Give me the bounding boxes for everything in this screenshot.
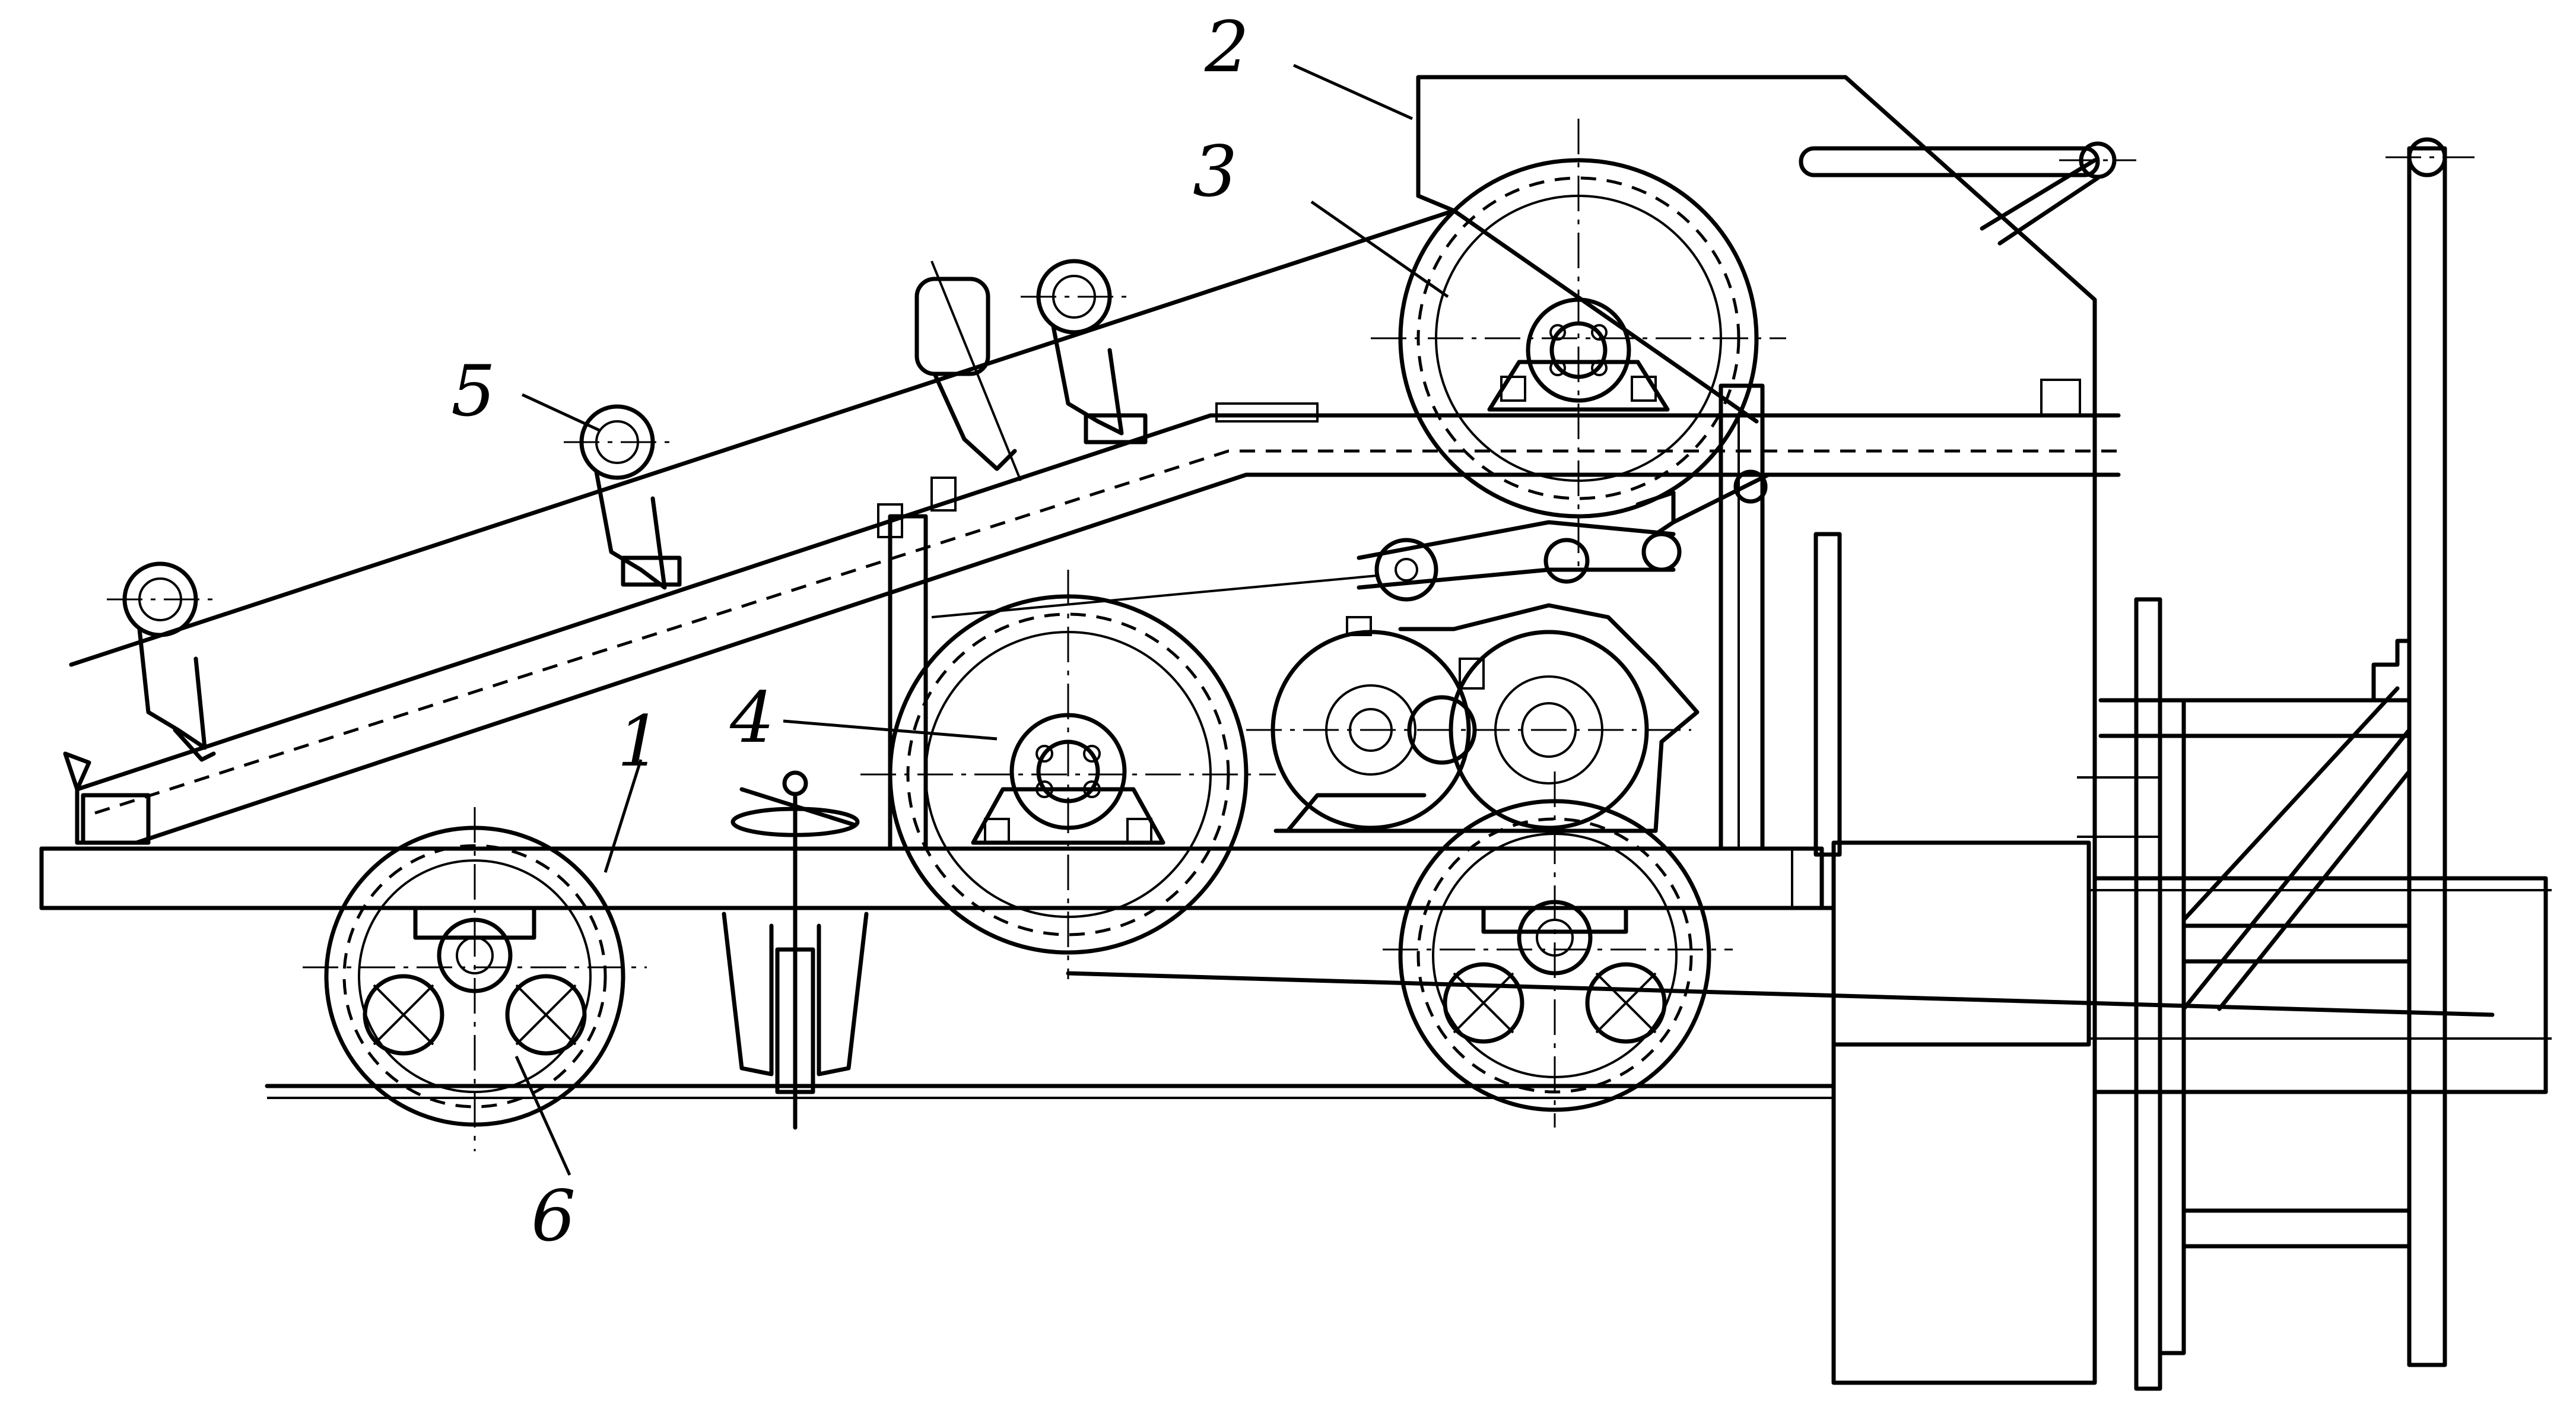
drive-pulley: [860, 570, 1276, 979]
large-pulley: [1371, 119, 1786, 570]
callout-2: 2: [1204, 6, 1249, 88]
main-frame: [39, 383, 2091, 1047]
idler-roller-2: [564, 404, 682, 590]
idler-roller-3: [914, 261, 1022, 481]
callout-6: 6: [531, 1175, 576, 1257]
callout-4: 4: [729, 677, 774, 758]
rear-wheel: [303, 807, 647, 1151]
callout-5: 5: [451, 350, 495, 432]
loading-frame: [2077, 137, 2475, 1391]
callout-3: 3: [1193, 131, 1237, 212]
leader-lines: [514, 63, 1449, 1176]
callout-1: 1: [617, 700, 662, 782]
inclined-conveyor: [63, 208, 2121, 845]
handwheel-jack: [722, 770, 869, 1130]
linkage-arm: [931, 469, 1771, 618]
hood-cover: [1416, 75, 2136, 1385]
idler-roller-4: [1021, 259, 1148, 444]
front-wheel: [1383, 771, 1733, 1128]
idler-roller-1: [107, 561, 216, 762]
gearbox: [1246, 603, 1700, 833]
